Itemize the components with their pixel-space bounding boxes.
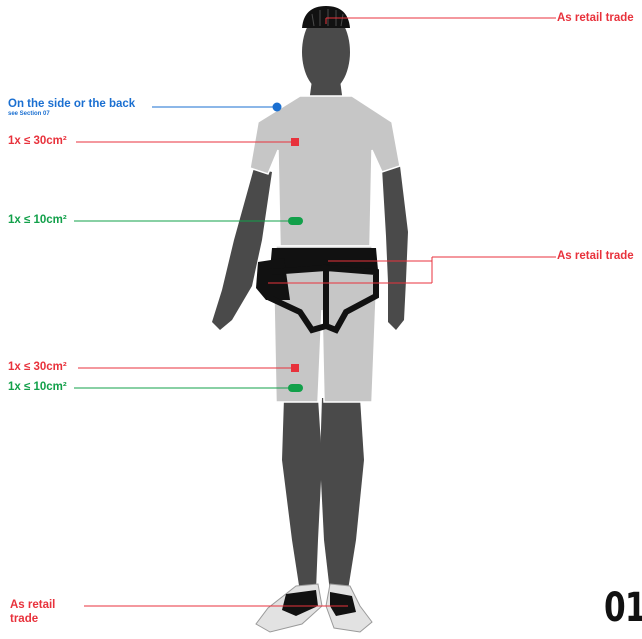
shoes-label-line2: trade [10, 613, 38, 626]
helmet-label: As retail trade [557, 12, 634, 25]
chest-marker-green [288, 217, 303, 225]
helmet-shape [302, 6, 350, 28]
climbing-shoes [256, 584, 372, 632]
shoulder-marker [273, 103, 282, 112]
thigh-red-label: 1x ≤ 30cm² [8, 361, 67, 374]
thigh-marker-green [288, 384, 303, 392]
harness-label: As retail trade [557, 250, 634, 263]
chest-red-label: 1x ≤ 30cm² [8, 135, 67, 148]
chest-green-label: 1x ≤ 10cm² [8, 214, 67, 227]
page-number: 01 [604, 588, 642, 628]
shoes-label-line1: As retail [10, 599, 55, 612]
thigh-marker-red [291, 364, 299, 372]
thigh-green-label: 1x ≤ 10cm² [8, 381, 67, 394]
chest-marker-red [291, 138, 299, 146]
shoulder-label: On the side or the back [8, 98, 135, 111]
shoulder-sublabel: see Section 07 [8, 111, 50, 118]
